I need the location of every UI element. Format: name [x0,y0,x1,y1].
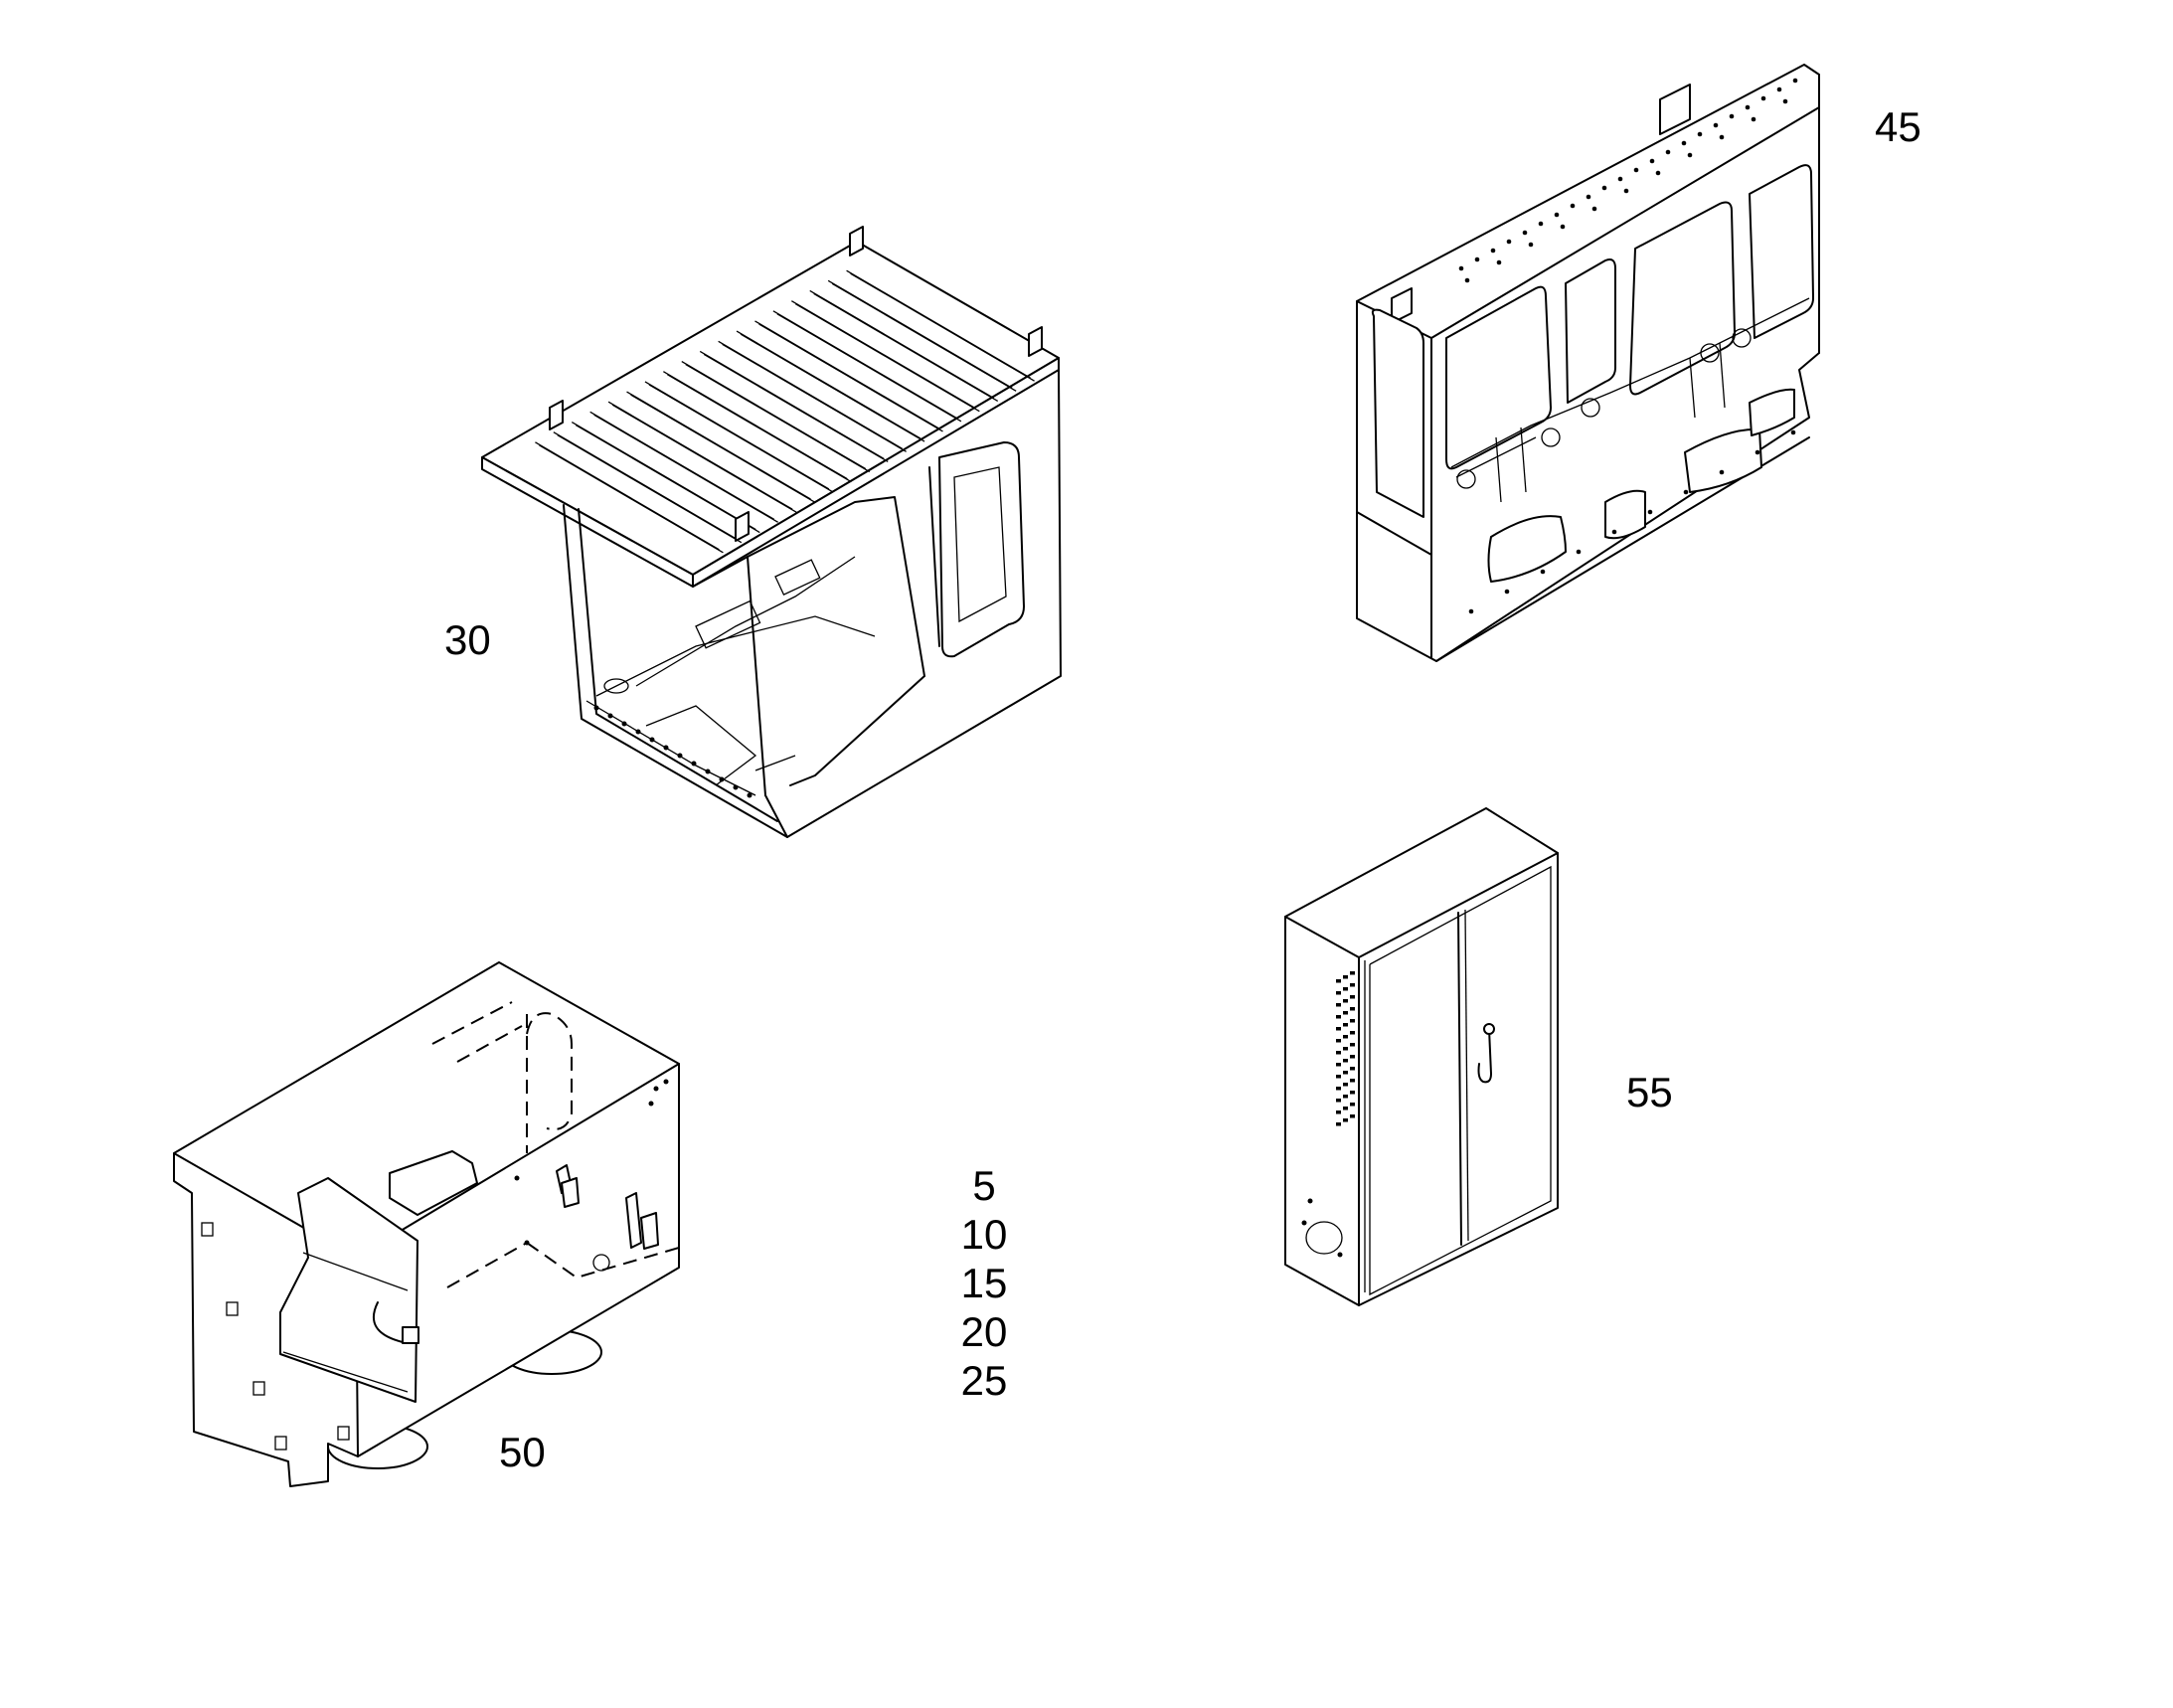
callout-list: 5 10 15 20 25 [939,1161,1029,1405]
callout-frame: 45 [1875,103,1922,150]
callout-list-item: 10 [960,1211,1008,1258]
callout-list-item: 5 [972,1162,996,1209]
callout-list-item: 20 [960,1308,1008,1355]
callout-cabinet: 55 [1626,1069,1673,1115]
main-frame-drawing [1356,64,1820,662]
callout-list-item: 15 [960,1260,1008,1306]
callout-list-item: 25 [960,1357,1008,1404]
callout-base: 50 [499,1429,546,1475]
callout-cab: 30 [444,616,491,663]
operator-cab-drawing [481,226,1062,838]
electrical-cabinet-drawing [1284,807,1559,1306]
base-housing-drawing [173,961,680,1487]
